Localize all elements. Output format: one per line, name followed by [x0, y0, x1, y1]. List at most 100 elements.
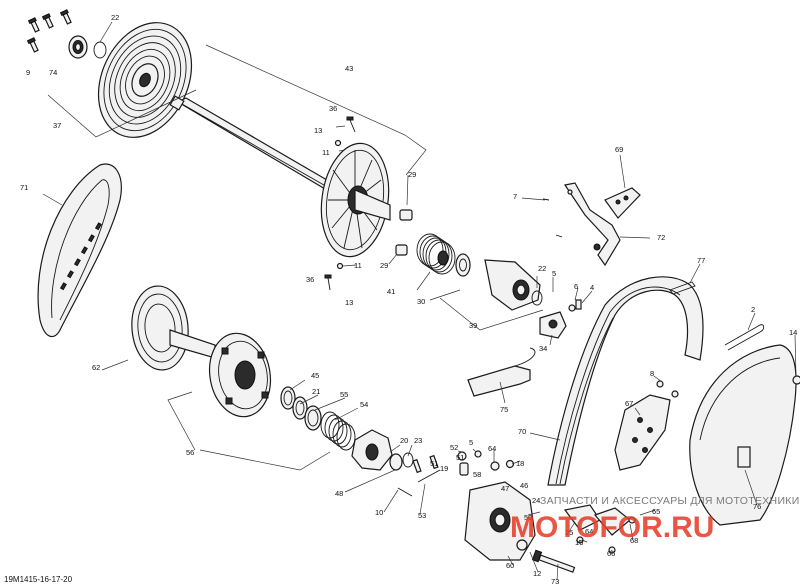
callout-labels: 9 74 22 37 43 36 13 11 29 29 71 41 36 11…	[20, 13, 797, 586]
callout-22: 22	[111, 13, 119, 22]
callout-69: 69	[615, 145, 623, 154]
callout-45: 45	[311, 371, 319, 380]
callout-20: 20	[400, 436, 408, 445]
drive-belt-71	[37, 163, 122, 338]
callout-36: 36	[306, 275, 314, 284]
callout-50: 50	[524, 513, 532, 522]
callout-12: 12	[533, 569, 541, 578]
pad-69	[604, 187, 641, 219]
watermark: ЗАПЧАСТИ И АКСЕССУАРЫ ДЛЯ МОТОТЕХНИКИ MO…	[510, 495, 800, 544]
callout-67: 67	[625, 399, 633, 408]
callout-34: 34	[539, 344, 547, 353]
callout-23: 23	[414, 436, 422, 445]
callout-29: 29	[408, 170, 416, 179]
callout-64: 64	[585, 527, 593, 536]
callout-46: 46	[520, 481, 528, 490]
drive-sheave-62	[131, 285, 216, 371]
callout-75: 75	[500, 405, 508, 414]
spider-48	[351, 429, 414, 471]
callout-5: 5	[552, 269, 556, 278]
callout-52: 52	[450, 443, 458, 452]
callout-13: 13	[314, 126, 322, 135]
bearing-74	[68, 35, 88, 59]
drive-pulley-56	[208, 332, 272, 418]
cover-76	[689, 344, 797, 526]
callout-5: 5	[469, 438, 473, 447]
callout-36: 36	[329, 104, 337, 113]
callout-68: 68	[630, 536, 638, 545]
callout-51: 51	[430, 459, 438, 468]
callout-7: 7	[513, 192, 517, 201]
housing-60	[464, 481, 536, 561]
callout-64: 64	[488, 444, 496, 453]
callout-58: 58	[473, 470, 481, 479]
callout-56: 56	[186, 448, 194, 457]
callout-72: 72	[657, 233, 665, 242]
watermark-tagline: ЗАПЧАСТИ И АКСЕССУАРЫ ДЛЯ МОТОТЕХНИКИ	[540, 495, 800, 507]
nut-14	[792, 375, 800, 385]
tube-75	[467, 347, 536, 397]
cam-30	[484, 259, 541, 311]
screws-7	[542, 198, 563, 238]
lever-parts	[563, 504, 636, 554]
callout-13: 13	[345, 298, 353, 307]
callout-21: 21	[312, 387, 320, 396]
bushing-29	[395, 209, 413, 256]
callout-70: 70	[518, 427, 526, 436]
callout-43: 43	[345, 64, 353, 73]
spring-54	[320, 411, 356, 451]
callout-76: 76	[753, 502, 761, 511]
callout-55: 55	[340, 390, 348, 399]
callout-25: 25	[565, 528, 573, 537]
callout-30: 30	[417, 297, 425, 306]
callout-41: 41	[387, 287, 395, 296]
callout-48: 48	[335, 489, 343, 498]
callout-16: 16	[575, 538, 583, 547]
callout-18: 18	[516, 459, 524, 468]
callout-37: 37	[53, 121, 61, 130]
strap-77	[669, 281, 696, 295]
callout-11: 11	[354, 261, 362, 270]
callout-8: 8	[650, 369, 654, 378]
callout-29: 29	[380, 261, 388, 270]
callout-73: 73	[551, 577, 559, 586]
callout-53: 53	[418, 511, 426, 520]
watermark-logo: MOTOFOR.RU	[510, 511, 714, 544]
callout-60: 60	[506, 561, 514, 570]
callout-22: 22	[538, 264, 546, 273]
callout-14: 14	[789, 328, 797, 337]
callout-39: 39	[469, 321, 477, 330]
fasteners-8	[656, 380, 679, 398]
ring-22b	[531, 290, 543, 306]
screws-36	[324, 116, 356, 291]
callout-74: 74	[49, 68, 57, 77]
callout-11: 11	[322, 148, 330, 157]
roller-fasteners	[397, 450, 515, 497]
callout-10: 10	[375, 508, 383, 517]
bolts-9	[26, 9, 72, 53]
callout-54: 54	[360, 400, 368, 409]
washer	[455, 253, 471, 277]
bolt-73	[531, 549, 576, 573]
callout-4: 4	[590, 283, 594, 292]
clip-2	[724, 324, 765, 351]
guard-frame-70	[547, 276, 704, 486]
callout-9: 9	[26, 68, 30, 77]
spring-41	[416, 233, 456, 275]
callout-65: 65	[652, 507, 660, 516]
cam-cap-34	[539, 311, 567, 339]
callout-6: 6	[574, 282, 578, 291]
retaining-ring-22	[93, 41, 107, 59]
callout-77: 77	[697, 256, 705, 265]
small-fasteners-4-6	[568, 299, 582, 312]
rings-45-55	[280, 386, 322, 431]
callout-62: 62	[92, 363, 100, 372]
callout-24: 24	[532, 496, 540, 505]
driven-sheave	[320, 142, 391, 258]
callout-71: 71	[20, 183, 28, 192]
diagram-code: 19M1415-16-17-20	[4, 575, 73, 584]
fixed-sheave-37	[97, 22, 193, 138]
leader-lines	[42, 21, 797, 581]
callout-51: 51	[456, 453, 464, 462]
